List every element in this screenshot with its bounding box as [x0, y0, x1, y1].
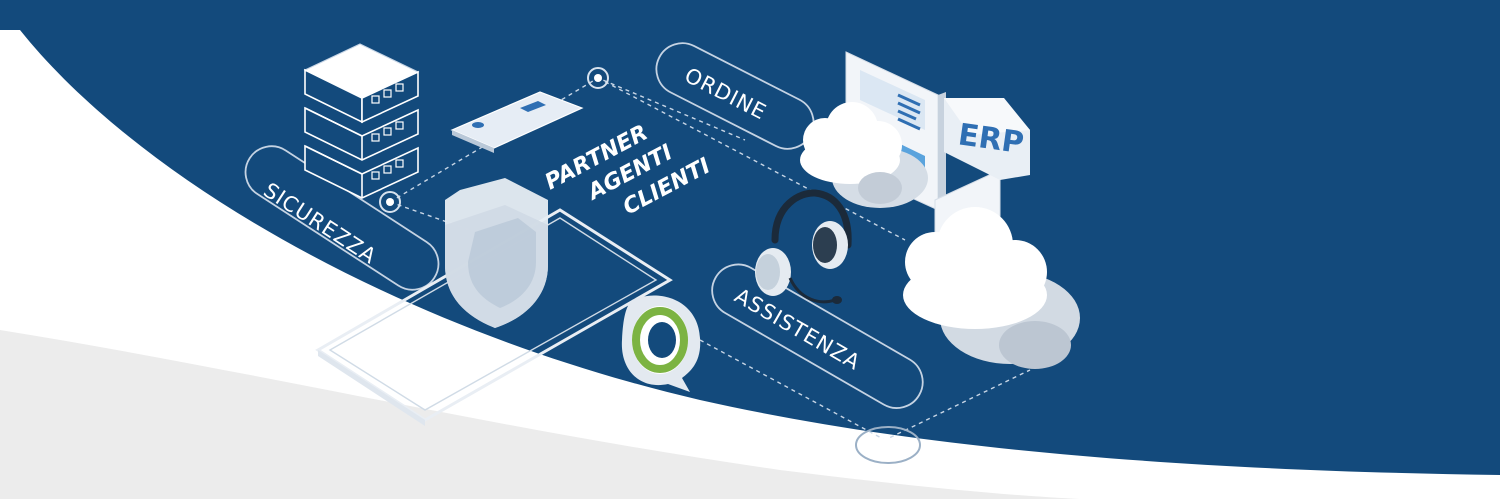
- credit-card-icon: [450, 91, 584, 153]
- chat-bubble-icon: [621, 295, 701, 392]
- white-swoosh: [0, 30, 1500, 499]
- node-dots: [379, 67, 921, 464]
- server-stack-icon: [303, 43, 420, 199]
- grey-swoosh: [0, 330, 1080, 499]
- shield-icon: [445, 178, 548, 328]
- sicurezza-pill: [244, 145, 440, 291]
- assistenza-pill: [711, 263, 924, 409]
- cloud-large: [903, 207, 1080, 369]
- headset-icon: [755, 189, 852, 304]
- cloud-icon: [800, 102, 1080, 369]
